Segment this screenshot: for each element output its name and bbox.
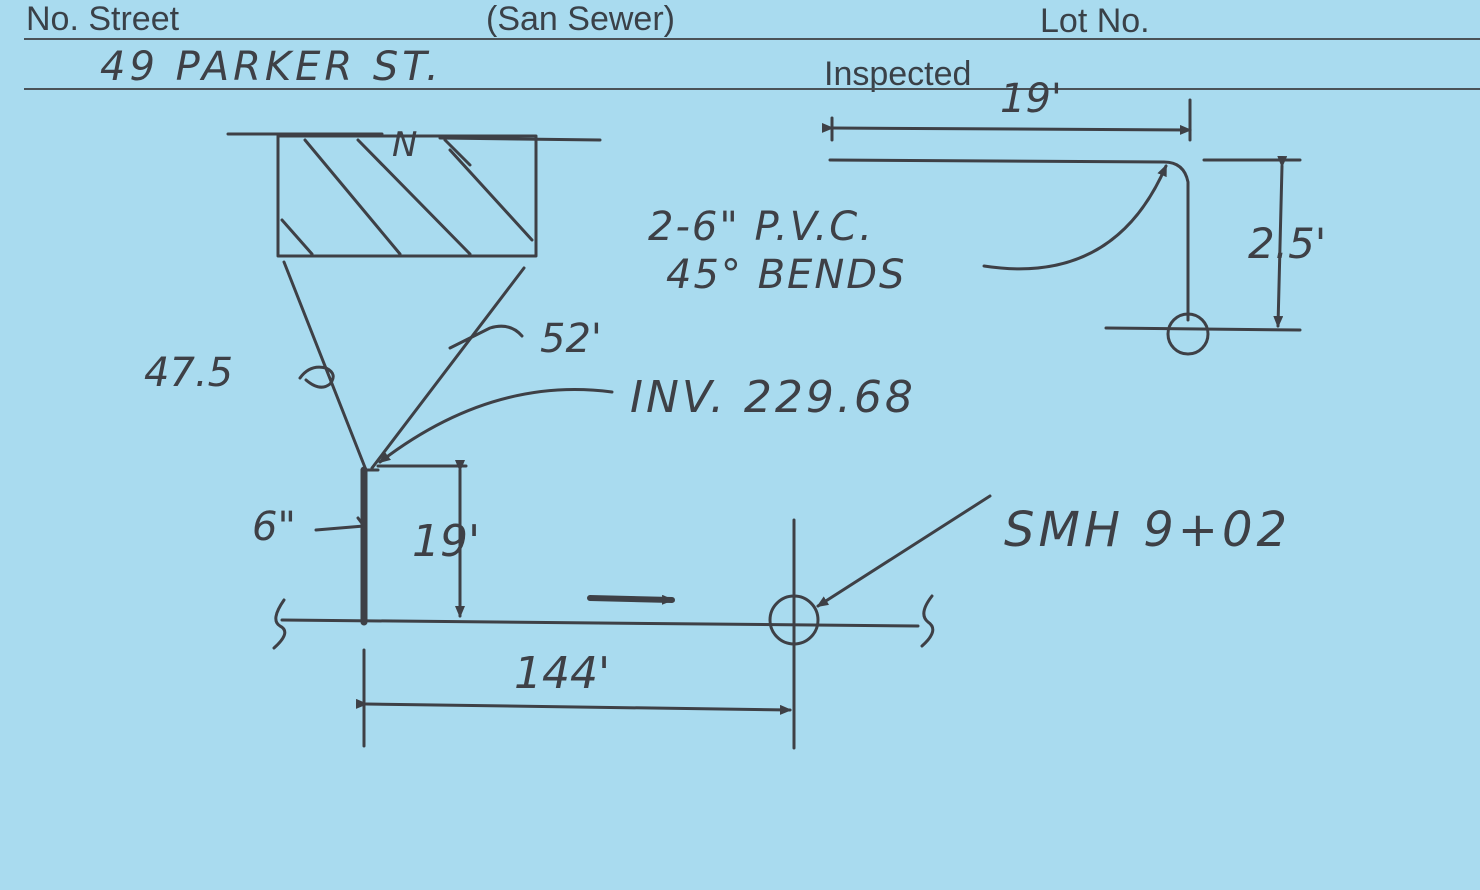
lot-label: Lot No. <box>1040 2 1150 40</box>
header-rule-top <box>24 38 1480 40</box>
street-label: No. Street <box>26 0 180 38</box>
dim-144-line <box>355 698 792 715</box>
dim-52-text: 52' <box>540 316 602 362</box>
manhole-text: SMH 9+02 <box>1004 502 1291 558</box>
dim-tick-47 <box>298 365 335 389</box>
manhole-arrow <box>816 494 992 608</box>
dim-19-detail-text: 19' <box>1000 76 1062 122</box>
dim-2-5-line <box>1273 155 1288 328</box>
dim-47-5-text: 47.5 <box>144 350 233 396</box>
invert-text: INV. 229.68 <box>630 372 916 423</box>
dim-tick-52 <box>448 324 524 350</box>
lateral-line-right <box>370 266 526 470</box>
lateral-line-left <box>282 260 368 472</box>
dim-2-5-text: 2.5' <box>1248 219 1326 268</box>
pipe-size-pointer <box>314 516 366 532</box>
dim-144-text: 144' <box>514 648 610 699</box>
address-text: 49 PARKER ST. <box>100 44 443 90</box>
flow-arrow <box>587 594 675 605</box>
dim-19-detail-line <box>821 122 1192 135</box>
detail-manhole <box>1166 312 1210 356</box>
header-rule-bottom <box>24 88 1480 90</box>
sewer-label: (San Sewer) <box>486 0 675 38</box>
bend-pipe <box>828 158 1190 322</box>
invert-arrow <box>378 388 614 464</box>
north-mark: N <box>392 125 417 165</box>
pipe-size-text: 6" <box>252 504 296 550</box>
bends-line1-text: 2-6" P.V.C. <box>648 204 874 250</box>
dim-19-lateral-text: 19' <box>412 516 480 567</box>
house-outline <box>226 132 602 258</box>
bends-arrow <box>982 164 1168 271</box>
inspected-label: Inspected <box>824 55 972 93</box>
sewer-main <box>280 618 920 628</box>
bends-line2-text: 45° BENDS <box>666 252 906 298</box>
